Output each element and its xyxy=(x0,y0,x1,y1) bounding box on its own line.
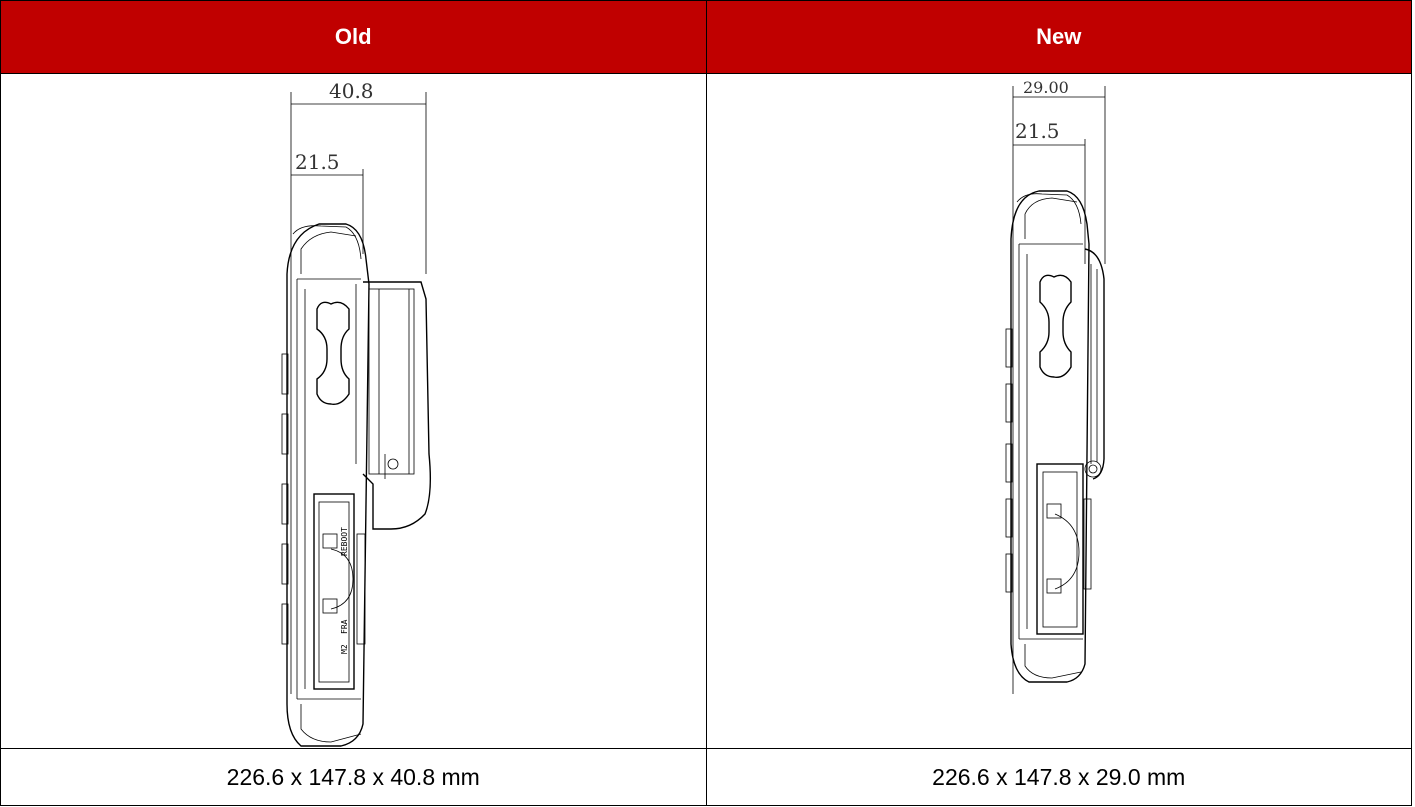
old-device-drawing: 40.8 21.5 xyxy=(281,79,432,747)
dimension-row: 226.6 x 147.8 x 40.8 mm 226.6 x 147.8 x … xyxy=(0,748,1412,806)
old-overall-dim: 40.8 xyxy=(329,79,374,103)
header-row: Old New xyxy=(0,0,1412,74)
reboot-label: REBOOT xyxy=(340,527,349,556)
fra-label: FRA xyxy=(340,619,349,634)
header-old: Old xyxy=(0,0,707,74)
new-body-dim: 21.5 xyxy=(1015,119,1060,143)
old-body-dim: 21.5 xyxy=(295,150,340,174)
m2-label: M2 xyxy=(340,644,349,654)
new-overall-dim: 29.00 xyxy=(1023,78,1069,97)
header-new: New xyxy=(705,0,1412,74)
new-device-drawing: 29.00 21.5 xyxy=(1005,78,1105,694)
image-row: 40.8 21.5 xyxy=(0,73,1412,749)
old-drawing-cell: 40.8 21.5 xyxy=(0,73,707,749)
old-size: 226.6 x 147.8 x 40.8 mm xyxy=(0,748,707,806)
new-size: 226.6 x 147.8 x 29.0 mm xyxy=(705,748,1412,806)
new-drawing-cell: 29.00 21.5 xyxy=(705,73,1412,749)
